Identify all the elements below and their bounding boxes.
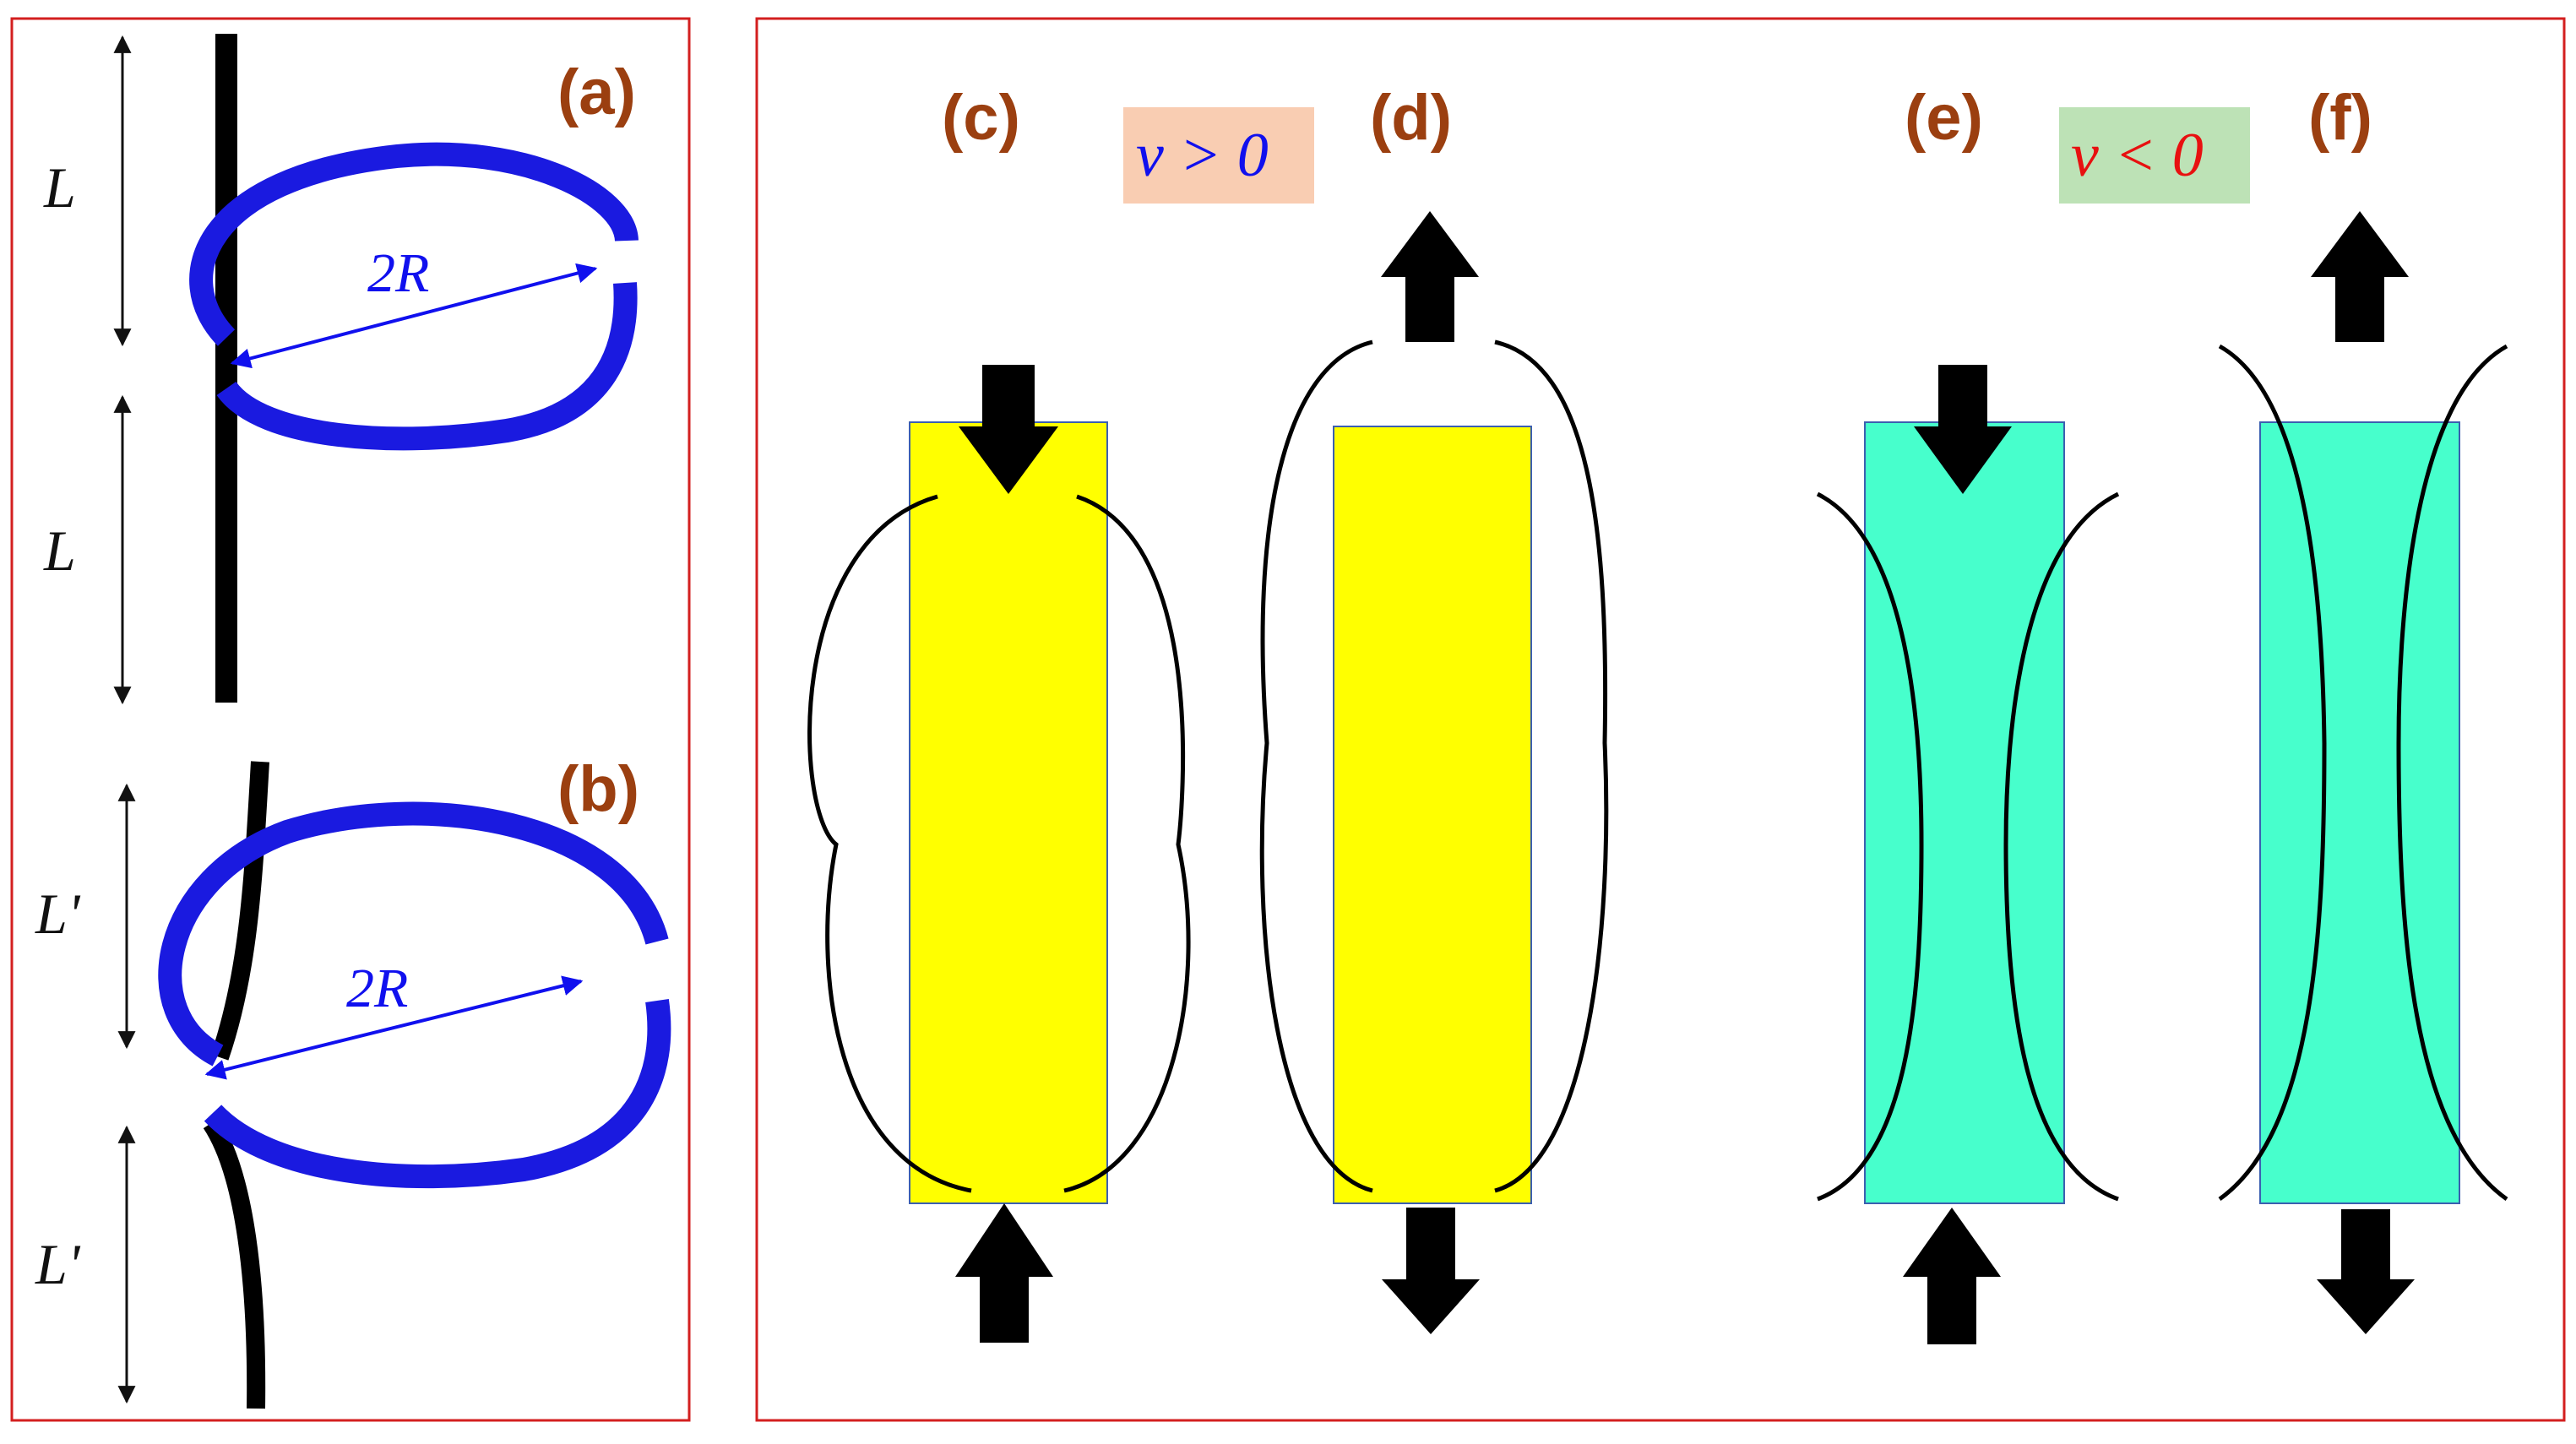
block-d [1333,426,1532,1204]
panel-a: L L 2R (a) [43,34,639,705]
panel-e: (e) [1816,82,2120,1344]
right-panel-frame [755,17,2566,1422]
ring-b-upper [158,801,669,1067]
ring-d-right [1494,339,1609,1193]
arrow-down-icon [1382,1208,1480,1334]
ring-c-left [807,494,972,1193]
rod-b-upper [210,761,269,1061]
arrow-up-icon [1903,1208,2001,1344]
ring-f-right [2396,344,2508,1202]
panel-label-d: (d) [1370,82,1452,154]
ring-a-lower [216,282,638,451]
dim-label-b-top: L' [35,882,81,946]
badge-nu-positive-text: ν > 0 [1136,121,1269,190]
badge-nu-positive: ν > 0 [1123,107,1314,204]
panel-label-a: (a) [557,57,636,128]
radius-arrow-b [204,975,584,1080]
radius-label-b: 2R [346,958,408,1019]
badge-nu-negative-bg [2059,107,2250,204]
badge-nu-positive-bg [1123,107,1314,204]
panel-label-c: (c) [942,82,1020,154]
arrow-up-icon [1381,211,1479,342]
panel-label-f: (f) [2308,82,2372,154]
ring-f-left [2218,344,2327,1202]
dim-label-b-bottom: L' [35,1232,81,1296]
arrow-down-icon [959,365,1058,494]
arrow-down-icon [1914,365,2012,494]
panel-f: (f) [2218,82,2508,1334]
arrow-up-icon [955,1203,1053,1343]
panel-label-e: (e) [1905,82,1983,154]
ring-a-upper [189,142,639,346]
ring-b-lower [204,999,671,1189]
ring-d-left [1259,339,1373,1193]
badge-nu-negative: ν < 0 [2059,107,2250,204]
radius-arrow-a [230,263,598,369]
badge-nu-negative-text: ν < 0 [2071,121,2204,190]
dim-label-a-bottom: L [43,518,76,583]
panel-c: (c) [807,82,1191,1343]
ring-c-right [1063,494,1191,1193]
block-e [1864,421,2065,1204]
left-panel-frame [10,17,691,1422]
arrow-down-icon [2317,1209,2415,1334]
panel-label-b: (b) [557,753,639,825]
rod-b-lower [203,1117,266,1409]
ring-e-right [2003,491,2120,1202]
ring-e-left [1816,491,1924,1202]
panel-d: (d) [1259,82,1609,1334]
block-c [909,421,1108,1204]
dim-label-a-top: L [43,155,76,220]
radius-label-a: 2R [367,242,429,304]
arrow-up-icon [2311,211,2409,342]
panel-b: L' L' 2R (b) [35,753,671,1409]
